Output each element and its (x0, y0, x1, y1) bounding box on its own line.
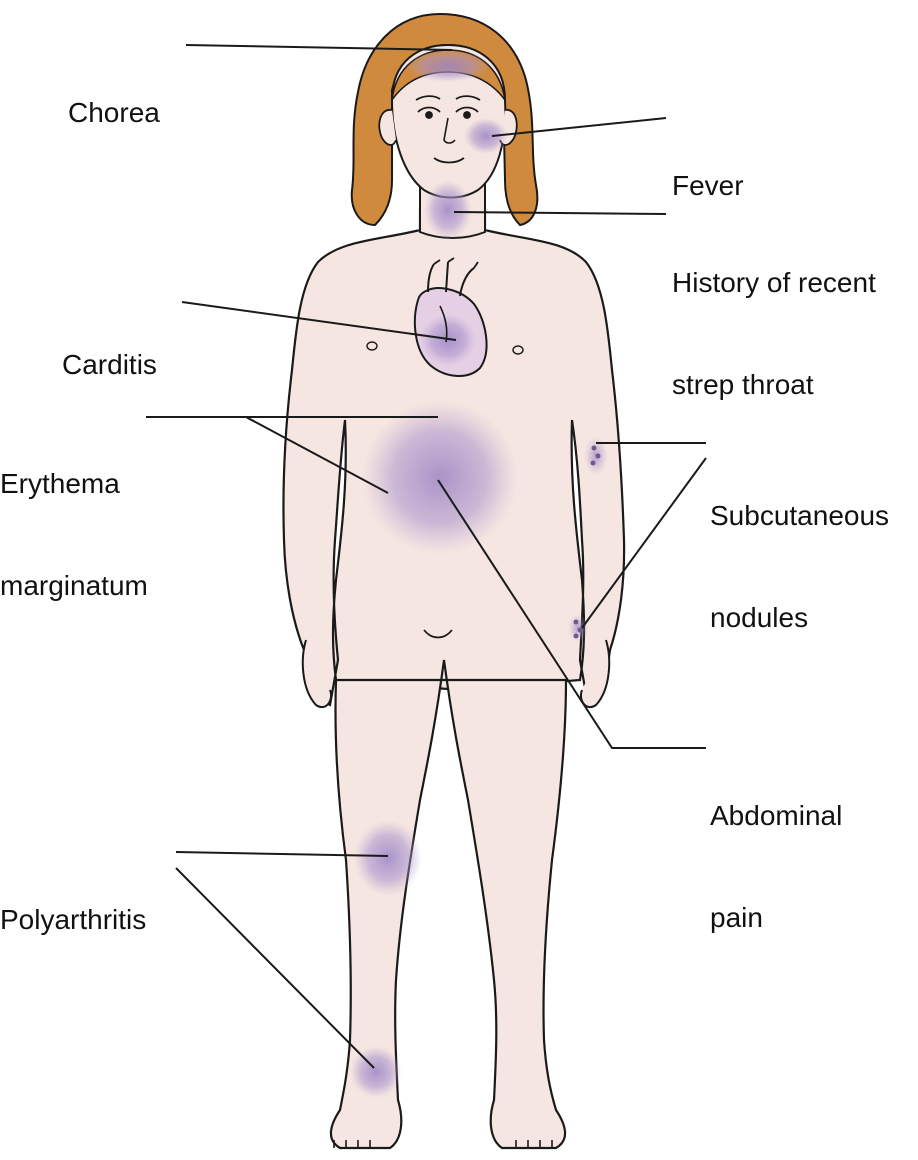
nodule-bumps (573, 445, 601, 639)
left-hand (301, 639, 332, 709)
fever-highlight (464, 118, 508, 154)
label-chorea-text: Chorea (68, 97, 160, 128)
leader-subcutaneous-2 (581, 457, 707, 629)
label-erythema-line1: Erythema (0, 468, 120, 499)
eyes (415, 95, 481, 119)
label-chorea: Chorea (68, 28, 160, 164)
leader-fever (491, 117, 667, 137)
label-abdominal-line1: Abdominal (710, 800, 843, 831)
label-strep-line1: History of recent (672, 267, 876, 298)
label-fever-text: Fever (672, 170, 744, 201)
face (390, 43, 507, 199)
leader-abdominal (437, 479, 706, 749)
nipples (366, 341, 524, 355)
leader-chorea (185, 44, 453, 51)
label-abdominal-line2: pain (710, 902, 763, 933)
leader-lines (146, 44, 707, 1069)
legs (329, 659, 568, 1150)
label-subcutaneous-line2: nodules (710, 602, 809, 633)
label-fever: Fever (672, 101, 744, 237)
throat-highlight (424, 180, 472, 240)
leader-erythema-2 (245, 416, 389, 494)
wrist-nodules-highlight (568, 614, 588, 642)
label-polyarthritis-text: Polyarthritis (0, 904, 147, 935)
chorea-highlight (406, 50, 490, 82)
feet-toes (333, 1140, 553, 1148)
label-strep-throat: History of recent strep throat (672, 198, 876, 436)
label-strep-line2: strep throat (672, 369, 814, 400)
label-carditis: Carditis (62, 280, 157, 416)
groin-line (423, 629, 453, 639)
knee-highlight (354, 820, 422, 896)
left-ear (378, 109, 397, 146)
label-subcutaneous-line1: Subcutaneous (710, 500, 890, 531)
mouth (433, 157, 465, 164)
label-erythema-line2: marginatum (0, 570, 148, 601)
nose (443, 117, 456, 144)
label-polyarthritis: Polyarthritis (0, 835, 146, 971)
label-carditis-text: Carditis (62, 349, 157, 380)
leader-strep (453, 211, 667, 215)
leader-carditis (181, 301, 457, 341)
abdomen-highlight (362, 400, 518, 555)
right-hand (580, 639, 611, 709)
leader-polyarthritis-2 (175, 867, 375, 1069)
heart-icon (413, 257, 488, 377)
ankle-highlight (350, 1046, 402, 1098)
label-erythema-marginatum: Erythema marginatum (0, 399, 148, 637)
leader-polyarthritis-1 (175, 851, 389, 857)
label-abdominal-pain: Abdominal pain (710, 731, 842, 969)
label-subcutaneous-nodules: Subcutaneous nodules (710, 431, 889, 669)
